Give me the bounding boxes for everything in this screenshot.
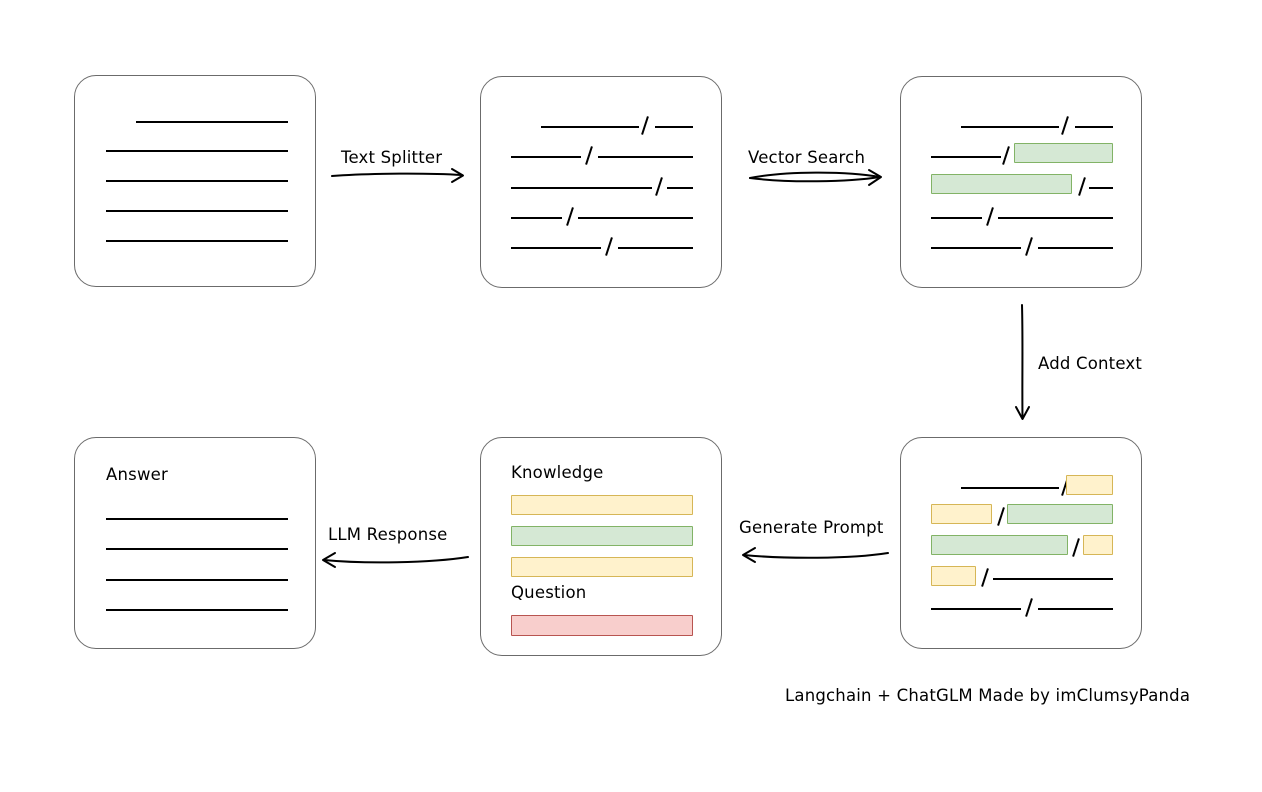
node-context-chunks[interactable] [900,437,1142,649]
edge-label-vector-search: Vector Search [748,148,866,167]
doc-line-1 [136,121,288,123]
ctx-line-1a [961,487,1059,489]
doc-line-2 [106,150,288,152]
match-slash-5 [1025,237,1034,256]
context-chunk-yellow-3[interactable] [1083,535,1113,555]
knowledge-label: Knowledge [511,463,604,482]
chunk-slash-4 [566,207,575,226]
context-chunk-yellow-4[interactable] [931,566,976,586]
question-label: Question [511,583,587,602]
ctx-slash-3 [1072,538,1081,557]
chunk-slash-2 [585,146,594,165]
chunk-line-4a [511,217,562,219]
chunk-slash-1 [641,116,650,135]
ctx-slash-5 [1025,598,1034,617]
chunk-line-5b [618,247,693,249]
footer-credit: Langchain + ChatGLM Made by imClumsyPand… [785,686,1191,705]
node-split-chunks[interactable] [480,76,722,288]
doc-line-3 [106,180,288,182]
edge-label-text-splitter: Text Splitter [341,148,443,167]
node-source-document[interactable] [74,75,316,287]
node-answer[interactable]: Answer [74,437,316,649]
chunk-slash-5 [605,237,614,256]
node-prompt[interactable]: Knowledge Question [480,437,722,656]
ctx-slash-2 [997,507,1006,526]
chunk-line-3a [511,187,652,189]
arrow-llm-response [322,552,469,568]
answer-line-2 [106,548,288,550]
match-slash-4 [986,207,995,226]
match-line-1a [961,126,1059,128]
match-line-1b [1075,126,1113,128]
answer-label: Answer [106,465,168,484]
arrow-vector-search [749,169,882,186]
edge-label-generate-prompt: Generate Prompt [739,518,884,537]
match-line-4a [931,217,982,219]
edge-label-llm-response: LLM Response [328,525,448,544]
chunk-line-1a [541,126,639,128]
answer-line-4 [106,609,288,611]
match-slash-3 [1078,177,1087,196]
context-chunk-yellow-2[interactable] [931,504,992,524]
chunk-slash-3 [655,177,664,196]
answer-line-1 [106,518,288,520]
node-matched-chunks[interactable] [900,76,1142,288]
matched-chunk-green-1[interactable] [1014,143,1113,163]
arrow-text-splitter [331,168,464,183]
chunk-line-4b [578,217,693,219]
context-chunk-green-2[interactable] [931,535,1068,555]
arrow-add-context [1015,304,1030,420]
match-line-4b [998,217,1113,219]
match-slash-2 [1002,146,1011,165]
prompt-question-chunk[interactable] [511,615,693,636]
match-slash-1 [1061,116,1070,135]
prompt-knowledge-chunk-2[interactable] [511,526,693,546]
chunk-line-2a [511,156,581,158]
prompt-knowledge-chunk-3[interactable] [511,557,693,577]
context-chunk-green-1[interactable] [1007,504,1113,524]
context-chunk-yellow-1[interactable] [1066,475,1113,495]
ctx-line-5b [1038,608,1113,610]
doc-line-5 [106,240,288,242]
match-line-2a [931,156,1001,158]
ctx-line-4b [993,578,1113,580]
chunk-line-3b [667,187,693,189]
matched-chunk-green-2[interactable] [931,174,1072,194]
prompt-knowledge-chunk-1[interactable] [511,495,693,515]
match-line-3b [1089,187,1113,189]
chunk-line-5a [511,247,601,249]
match-line-5a [931,247,1021,249]
edge-label-add-context: Add Context [1038,354,1143,373]
arrow-generate-prompt [742,547,889,563]
ctx-line-5a [931,608,1021,610]
chunk-line-1b [655,126,693,128]
chunk-line-2b [598,156,693,158]
match-line-5b [1038,247,1113,249]
ctx-slash-4 [981,568,990,587]
doc-line-4 [106,210,288,212]
answer-line-3 [106,579,288,581]
